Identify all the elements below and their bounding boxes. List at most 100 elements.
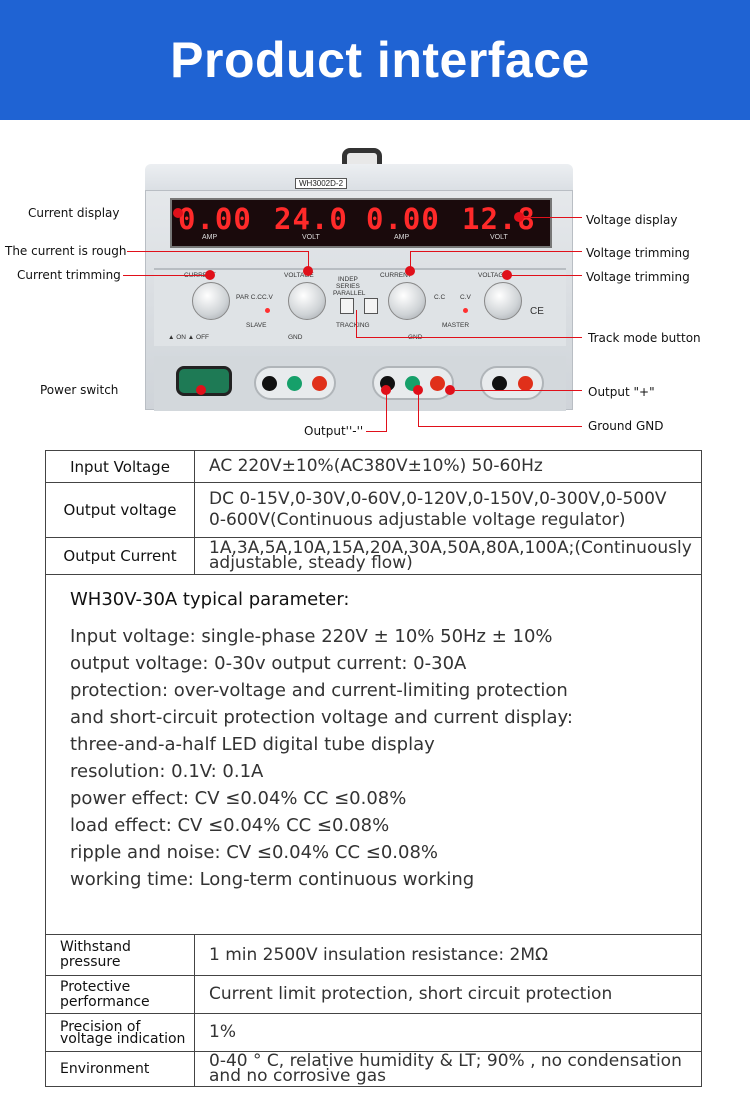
typical-line: ripple and noise: CV ≤0.04% CC ≤0.08% xyxy=(70,842,439,863)
slave-positive-jack[interactable] xyxy=(312,376,327,391)
typical-line: Input voltage: single-phase 220V ± 10% 5… xyxy=(70,626,553,647)
power-supply-image: WH3002D-2 0.00 AMP 24.0 VOLT 0.00 AMP 12… xyxy=(145,148,573,411)
fixed-output-jacks xyxy=(480,366,544,400)
slave-negative-jack[interactable] xyxy=(262,376,277,391)
output-panel xyxy=(154,356,566,411)
leader-current-rough-v xyxy=(308,251,309,269)
amp-label-right: AMP xyxy=(394,234,410,241)
voltage-knob-master[interactable] xyxy=(484,282,522,320)
label-current-right: CURRENT xyxy=(380,272,412,279)
spec-key: Input Voltage xyxy=(45,450,195,483)
spec-value: 1A,3A,5A,10A,15A,20A,30A,50A,80A,100A;(C… xyxy=(194,537,702,575)
current-display-left: 0.00 xyxy=(178,202,252,236)
callout-power-switch: Power switch xyxy=(40,383,119,397)
typical-line: working time: Long-term continuous worki… xyxy=(70,869,475,890)
leader-output-minus-h xyxy=(366,431,386,432)
spec-row-environment: Environment 0-40 ° C, relative humidity … xyxy=(45,1051,702,1087)
spec-value: AC 220V±10%(AC380V±10%) 50-60Hz xyxy=(194,450,702,483)
voltage-display-right: 12.8 xyxy=(462,202,536,236)
leader-voltage-trimming-1 xyxy=(410,251,582,252)
leader-track-mode xyxy=(356,337,582,338)
label-voltage-left: VOLTAGE xyxy=(284,272,314,279)
leader-current-rough xyxy=(127,251,308,252)
leader-output-minus-v xyxy=(386,392,387,432)
spec-key: Protective performance xyxy=(45,975,195,1014)
current-knob-master[interactable] xyxy=(388,282,426,320)
control-panel: CURRENT VOLTAGE CURRENT VOLTAGE INDEP SE… xyxy=(154,268,566,346)
top-cover: WH3002D-2 xyxy=(145,164,573,194)
label-gnd-left: GND xyxy=(288,334,303,341)
spec-value-line: 0-600V(Continuous adjustable voltage reg… xyxy=(209,510,626,530)
label-on-off: ▲ ON ▲ OFF xyxy=(168,334,210,341)
page-title: Product interface xyxy=(170,32,590,88)
fixed-negative-jack[interactable] xyxy=(492,376,507,391)
callout-current-display: Current display xyxy=(28,206,120,220)
marker-power-switch xyxy=(196,385,206,395)
typical-line: load effect: CV ≤0.04% CC ≤0.08% xyxy=(70,815,390,836)
volt-label-left: VOLT xyxy=(302,234,320,241)
leader-ground-gnd-h xyxy=(418,426,582,427)
marker-voltage-display xyxy=(514,212,524,222)
spec-row-output-voltage: Output voltage DC 0-15V,0-30V,0-60V,0-12… xyxy=(45,482,702,538)
label-par-cc: PAR C.C xyxy=(236,294,262,301)
slave-gnd-jack[interactable] xyxy=(287,376,302,391)
cv-led-left xyxy=(265,308,270,313)
typical-line: and short-circuit protection voltage and… xyxy=(70,707,573,728)
spec-value: Current limit protection, short circuit … xyxy=(194,975,702,1014)
ce-mark: CE xyxy=(530,306,544,317)
leader-voltage-trimming-1-v xyxy=(410,251,411,267)
fixed-positive-jack[interactable] xyxy=(518,376,533,391)
label-series: SERIES xyxy=(336,283,360,290)
spec-value: 1 min 2500V insulation resistance: 2MΩ xyxy=(194,934,702,976)
label-tracking: TRACKING xyxy=(336,322,370,329)
marker-voltage-trimming-1 xyxy=(405,266,415,276)
callout-output-plus: Output "+" xyxy=(588,385,655,399)
typical-line: power effect: CV ≤0.04% CC ≤0.08% xyxy=(70,788,407,809)
tracking-button-1[interactable] xyxy=(340,298,354,314)
callout-voltage-trimming-1: Voltage trimming xyxy=(586,246,690,260)
typical-parameters: WH30V-30A typical parameter: Input volta… xyxy=(45,574,702,935)
typical-line: resolution: 0.1V: 0.1A xyxy=(70,761,264,782)
current-knob-slave[interactable] xyxy=(192,282,230,320)
spec-key: Output Current xyxy=(45,537,195,575)
marker-output-minus xyxy=(381,385,391,395)
spec-key: Environment xyxy=(45,1051,195,1087)
marker-current-trimming xyxy=(205,270,215,280)
callout-current-rough: The current is rough xyxy=(5,244,127,258)
master-positive-jack[interactable] xyxy=(430,376,445,391)
spec-value-line: and no corrosive gas xyxy=(209,1066,386,1086)
cv-led-right xyxy=(463,308,468,313)
label-voltage-right: VOLTAGE xyxy=(478,272,508,279)
label-master: MASTER xyxy=(442,322,470,329)
spec-row-output-current: Output Current 1A,3A,5A,10A,15A,20A,30A,… xyxy=(45,537,702,575)
callout-voltage-display: Voltage display xyxy=(586,213,678,227)
spec-value-line: 0-40 ° C, relative humidity & LT; 90% , … xyxy=(209,1051,682,1071)
spec-table: Input Voltage AC 220V±10%(AC380V±10%) 50… xyxy=(45,450,702,1087)
typical-line: protection: over-voltage and current-lim… xyxy=(70,680,568,701)
spec-row-protective: Protective performance Current limit pro… xyxy=(45,975,702,1014)
marker-voltage-trimming-2 xyxy=(502,270,512,280)
power-switch-button[interactable] xyxy=(176,366,232,396)
leader-track-mode-v xyxy=(356,310,357,338)
leader-current-trimming xyxy=(123,275,208,276)
label-indep: INDEP xyxy=(338,276,358,283)
label-cc-right: C.C xyxy=(434,294,446,301)
tracking-button-2[interactable] xyxy=(364,298,378,314)
amp-label-left: AMP xyxy=(202,234,218,241)
product-diagram: WH3002D-2 0.00 AMP 24.0 VOLT 0.00 AMP 12… xyxy=(0,120,750,450)
spec-value: DC 0-15V,0-30V,0-60V,0-120V,0-150V,0-300… xyxy=(194,482,702,538)
spec-row-withstand: Withstand pressure 1 min 2500V insulatio… xyxy=(45,934,702,976)
spec-row-precision: Precision of voltage indication 1% xyxy=(45,1013,702,1052)
leader-voltage-trimming-2 xyxy=(510,275,582,276)
typical-line: three-and-a-half LED digital tube displa… xyxy=(70,734,435,755)
spec-key: Output voltage xyxy=(45,482,195,538)
slave-output-jacks xyxy=(254,366,336,400)
marker-current-display xyxy=(173,208,183,218)
spec-value-line: adjustable, steady flow) xyxy=(209,553,413,573)
callout-voltage-trimming-2: Voltage trimming xyxy=(586,270,690,284)
spec-value: 0-40 ° C, relative humidity & LT; 90% , … xyxy=(194,1051,702,1087)
voltage-knob-slave[interactable] xyxy=(288,282,326,320)
voltage-display-left: 24.0 xyxy=(274,202,348,236)
callout-output-minus: Output''-'' xyxy=(304,424,364,438)
leader-output-plus xyxy=(455,390,582,391)
